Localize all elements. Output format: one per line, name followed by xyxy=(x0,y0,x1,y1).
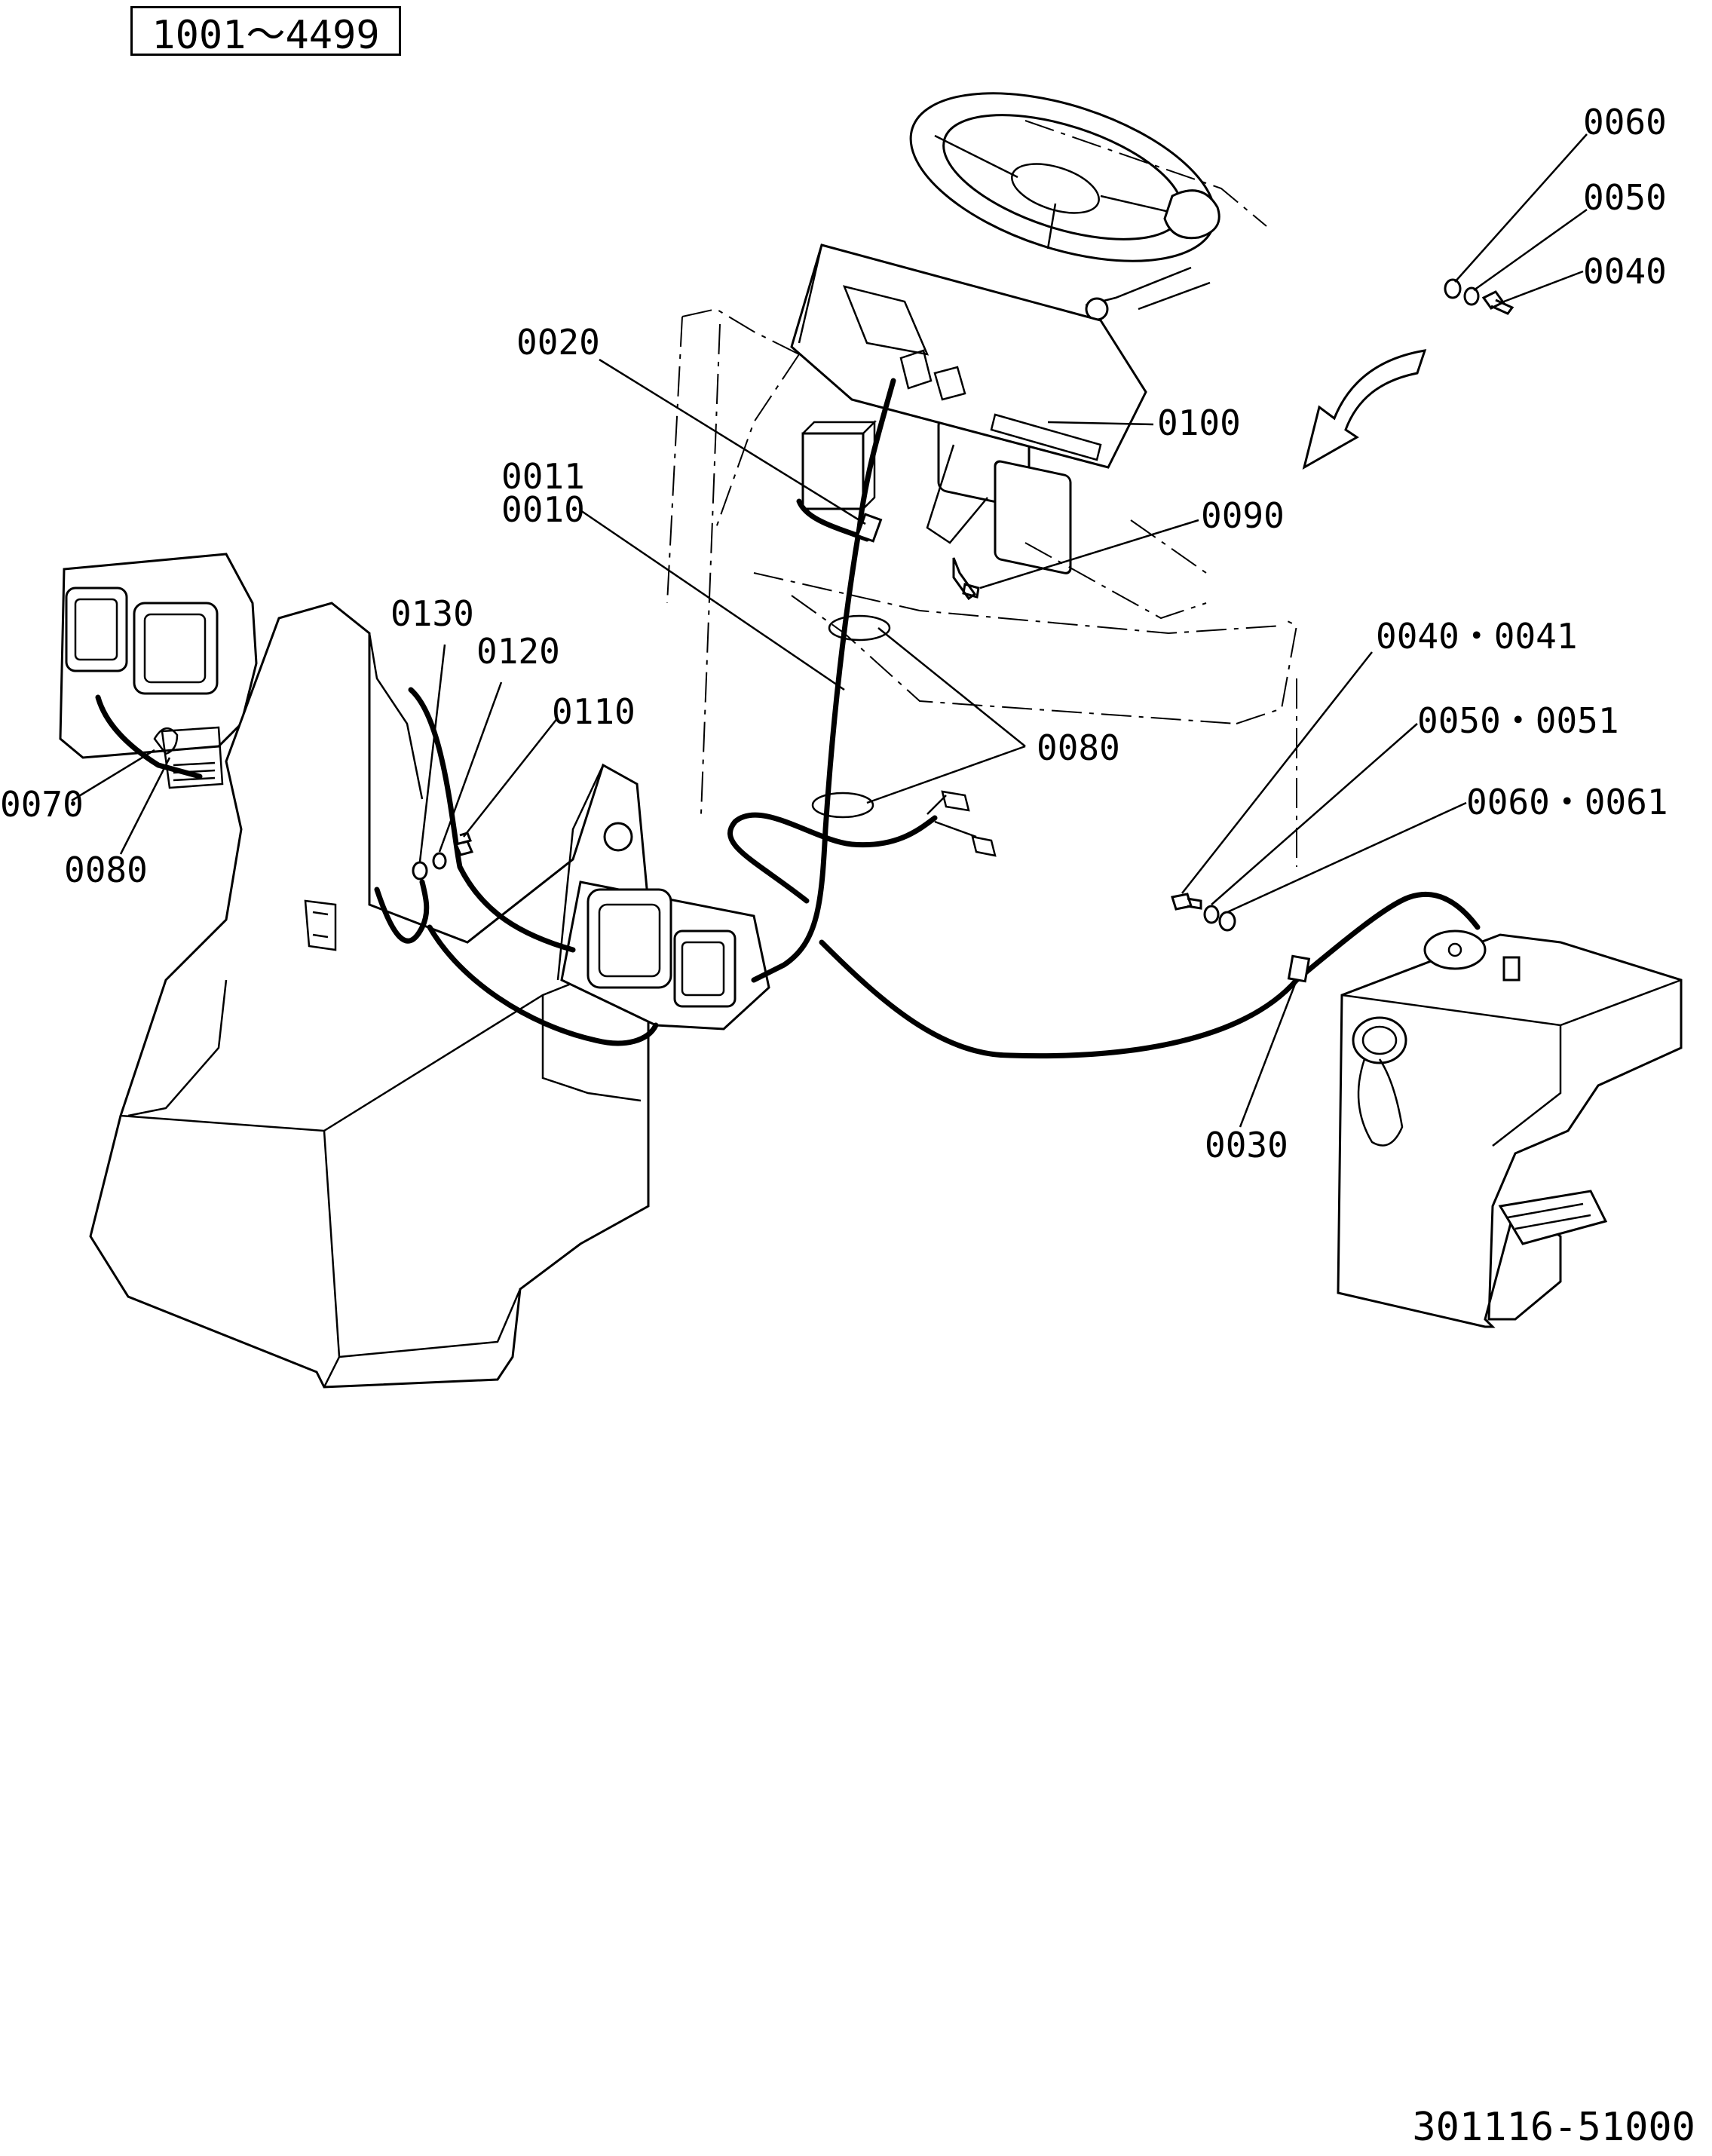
callout-0090: 0090 xyxy=(1201,495,1285,536)
bolt-icon xyxy=(952,557,980,601)
cable-tie-upper xyxy=(828,614,891,642)
callout-0100: 0100 xyxy=(1157,403,1241,443)
grommet-0070 xyxy=(153,727,179,755)
left-rear-lamp xyxy=(59,553,258,789)
callout-0080-left: 0080 xyxy=(64,850,148,890)
leader-lines xyxy=(71,133,1588,1128)
plain-washer-icon xyxy=(1218,911,1236,932)
callout-0120: 0120 xyxy=(476,631,560,672)
callout-0050-top: 0050 xyxy=(1583,177,1667,218)
dashboard-console xyxy=(790,243,1147,544)
spring-washer-icon xyxy=(1463,286,1480,306)
harness-clamp-0020 xyxy=(856,513,883,543)
callout-0010: 0010 xyxy=(501,489,585,530)
spinner-knob xyxy=(1163,189,1220,240)
serial-range-box: 1001～4499 xyxy=(130,6,401,58)
harness-clamp-0030 xyxy=(1287,954,1311,983)
center-rear-lamp xyxy=(560,880,770,1031)
bolt-icon xyxy=(1171,893,1202,911)
callout-0070: 0070 xyxy=(0,784,84,825)
relay-box xyxy=(801,432,865,510)
wire-clip-bracket xyxy=(304,899,337,951)
spring-washer-icon xyxy=(432,852,447,870)
serial-range-label: 1001～4499 xyxy=(152,12,380,58)
plain-washer-icon xyxy=(412,861,428,880)
drawing-number: 301116-51000 xyxy=(1412,2105,1695,2150)
bolt-icon xyxy=(454,831,474,856)
steering-wheel xyxy=(909,92,1220,574)
callout-0060-0061: 0060・0061 xyxy=(1466,782,1668,822)
assembly-direction-arrow-icon xyxy=(1302,349,1427,470)
callout-0011: 0011 xyxy=(501,456,585,497)
callout-0040-top: 0040 xyxy=(1583,251,1667,292)
cab-frame-phantom xyxy=(666,120,1298,867)
spring-washer-icon xyxy=(1203,905,1220,924)
callout-labels: 0060 0050 0040 0100 0020 0011 0010 0090 … xyxy=(0,102,1668,1165)
callout-0020: 0020 xyxy=(516,322,600,363)
hardware-0090 xyxy=(952,557,980,601)
callout-0050-0051: 0050・0051 xyxy=(1417,700,1619,741)
callout-0110: 0110 xyxy=(552,691,635,732)
callout-0080-mid: 0080 xyxy=(1037,727,1120,768)
hardware-top-right xyxy=(1444,278,1514,315)
hardware-left xyxy=(412,831,474,880)
hardware-right xyxy=(1171,893,1236,932)
callout-0040-0041: 0040・0041 xyxy=(1376,616,1578,657)
callout-0060-top: 0060 xyxy=(1583,102,1667,142)
cable-tie-lower xyxy=(811,792,874,819)
fuel-level-sender xyxy=(1423,929,1487,970)
plain-washer-icon xyxy=(1444,278,1462,299)
callout-0130: 0130 xyxy=(390,593,474,634)
bolt-icon xyxy=(1481,290,1514,315)
right-fender-tank xyxy=(1337,929,1683,1328)
callout-0030: 0030 xyxy=(1205,1125,1288,1165)
